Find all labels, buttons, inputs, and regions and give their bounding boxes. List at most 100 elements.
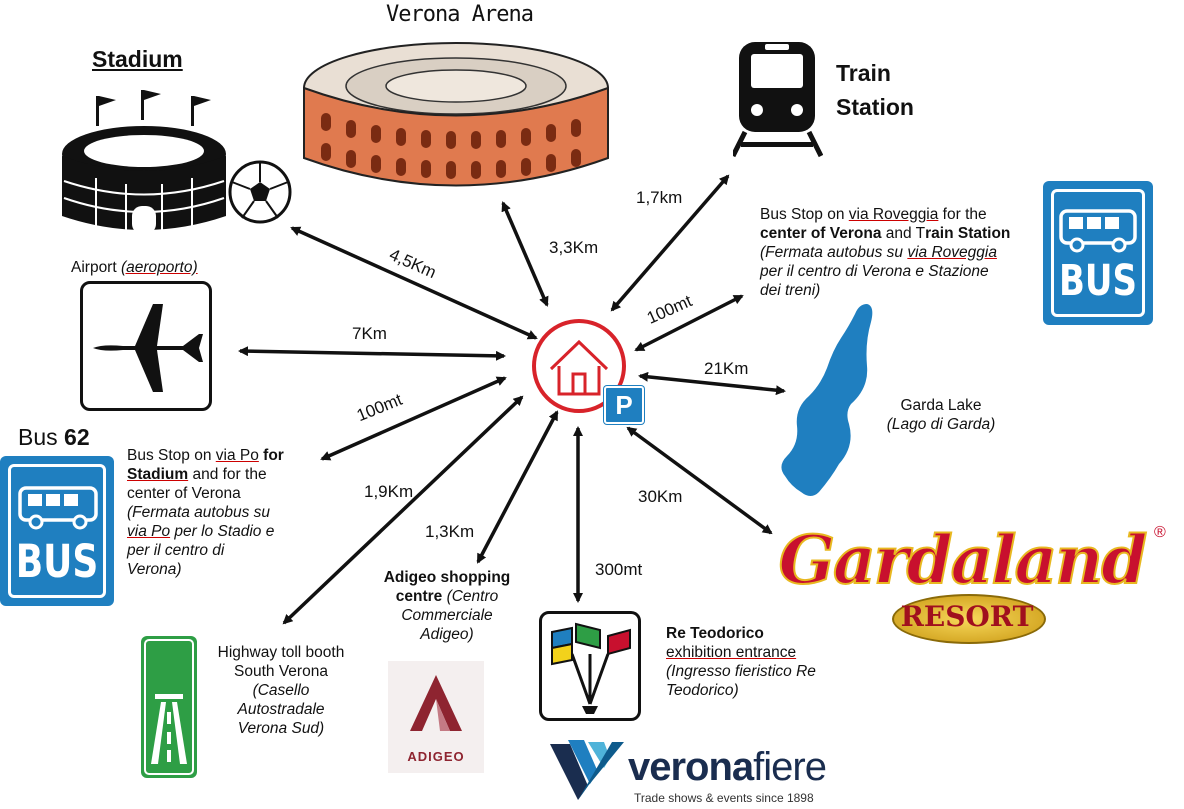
highway-text: Highway toll booth South Verona (Casello… [196,643,366,738]
b62-l1c: for [258,447,284,464]
b62-it2: per lo Stadio e [170,523,275,540]
br-it2: per il centro di Verona e Stazione [760,263,989,280]
veronafiere-brand: veronafiere [628,745,827,789]
home-icon [532,319,626,413]
adigeo-it2: Commerciale [401,607,493,624]
gardaland-reg: ® [1154,524,1166,541]
distance-arena: 3,3Km [549,238,599,257]
airport-label-en: Airport [71,259,121,276]
hw-l2: South Verona [234,663,328,680]
bus-icon [18,486,98,530]
garda-subtitle: (Lago di Garda) [886,416,996,433]
bus62-title: Bus 62 [18,424,90,451]
arena-title: Verona Arena [386,2,534,27]
distance-airport: 7Km [352,324,387,343]
train-title-line1: Train [836,60,891,86]
airport-label: Airport (aeroporto) [71,258,198,277]
teodorico-sign [539,611,641,721]
distance-adigeo: 1,3Km [425,522,475,541]
highway-icon [144,639,194,775]
gardaland-name: Gardaland [778,520,1149,600]
br-l2b: and T [881,225,926,242]
train-title: Train Station [836,56,914,124]
gardaland-resort-badge [892,594,1046,644]
hw-l1: Highway toll booth [217,644,345,661]
arrow-airport [238,346,506,361]
gardaland-logo: Gardaland ® RESORT [762,520,1172,650]
bus-sign-label: BUS [1058,256,1137,306]
hw-it2: Autostradale [237,701,325,718]
distance-highway: 1,9Km [364,482,414,501]
adigeo-logo-text: ADIGEO [407,749,465,764]
arrow-gardaland [626,426,773,535]
bus-roveggia-text: Bus Stop on via Roveggia for the center … [760,205,1060,300]
stadium-title: Stadium [92,46,183,72]
distance-teodorico: 300mt [595,560,643,579]
bus62-title-num: 62 [64,424,90,450]
b62-it3: per il centro di [127,542,225,559]
adigeo-b2: centre [395,588,443,605]
arrow-adigeo [476,410,559,564]
adigeo-b1: Adigeo shopping [383,569,511,586]
teodorico-text: Re Teodorico exhibition entrance (Ingres… [666,624,866,700]
lake-icon [781,304,873,496]
b62-l2a: Stadium [127,466,189,483]
adigeo-a-icon [410,675,462,731]
arrow-garda [638,371,786,396]
br-l1c: for the [938,206,987,223]
train-title-line2: Station [836,94,914,120]
bus62-title-text: Bus [18,424,65,450]
br-l1-street: via Roveggia [848,206,939,223]
arrow-bus62 [320,376,507,461]
arena-icon [303,42,609,187]
b62-l1-street: via Po [215,447,259,464]
bus-sign-roveggia: BUS [1043,181,1153,325]
airport-sign [80,281,212,411]
bus-sign-label: BUS [15,536,99,589]
veronafiere-tagline: Trade shows & events since 1898 [634,791,814,805]
gardaland-sub: RESORT [900,600,1034,633]
b62-it2-street: via Po [127,523,171,540]
adigeo-logo: ADIGEO [388,661,484,773]
rt-l2: exhibition entrance [666,644,797,661]
br-l2a: center of Verona [760,225,882,242]
flags-icon [551,622,631,714]
arrow-arena [501,201,549,307]
adigeo-it3: Adigeo) [420,626,474,643]
airplane-icon [93,304,203,392]
arrow-bus-roveggia [634,294,744,352]
arrow-train [610,174,730,312]
train-icon [733,42,823,158]
hw-it1: (Casello [252,682,310,699]
adigeo-text: Adigeo shopping centre (Centro Commercia… [372,568,522,644]
b62-it4: Verona) [127,561,182,578]
distance-gardaland: 30Km [638,487,683,506]
br-it1-street: via Roveggia [907,244,997,261]
b62-it1: (Fermata autobus su [127,504,271,521]
br-it1: (Fermata autobus su [760,244,908,261]
garda-title: Garda Lake [900,397,982,414]
center-home: P [529,314,649,424]
vf-brand-b: fiere [753,745,827,789]
parking-sign: P [604,386,644,424]
b62-l2b: and for the [188,466,267,483]
arrow-stadium [290,226,538,340]
br-it3: dei treni) [760,282,821,299]
bus62-text: Bus Stop on via Po for Stadium and for t… [127,446,327,579]
rt-bold: Re Teodorico [666,625,764,642]
b62-l3: center of Verona [127,485,241,502]
highway-sign [141,636,197,778]
distance-train: 1,7km [636,188,683,207]
hw-it3: Verona Sud) [237,720,325,737]
bus-icon [1059,209,1137,253]
br-l1a: Bus Stop on [760,206,849,223]
distance-garda: 21Km [704,359,749,378]
veronafiere-mark-icon [550,740,624,800]
b62-l1a: Bus Stop on [127,447,216,464]
garda-label: Garda Lake (Lago di Garda) [866,396,1016,434]
airport-label-it: (aeroporto) [120,259,198,276]
br-l2c: rain Station [925,225,1011,242]
rt-it1: (Ingresso fieristico Re [666,663,816,680]
rt-it2: Teodorico) [666,682,739,699]
